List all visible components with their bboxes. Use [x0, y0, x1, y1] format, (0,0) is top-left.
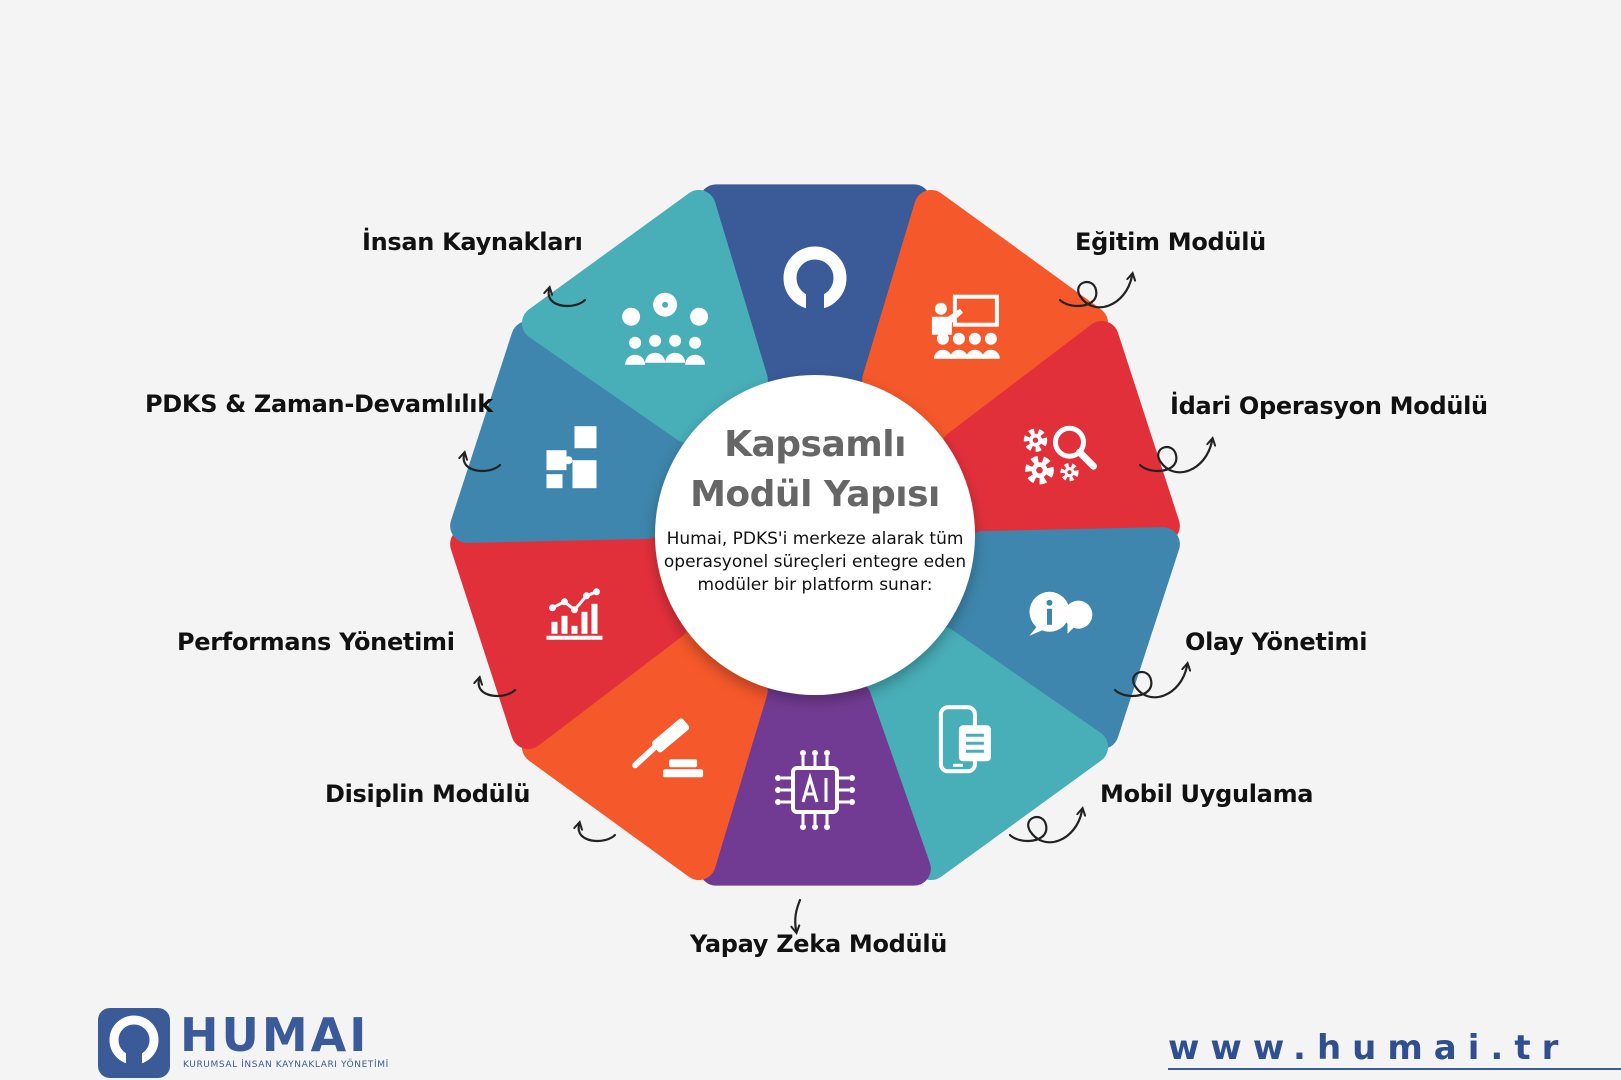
center-circle	[655, 375, 975, 695]
connector-arrows	[464, 276, 1212, 930]
connector-arrow	[1113, 666, 1187, 699]
website-underline	[1168, 1068, 1621, 1070]
label-idari-operasyon-modulu: İdari Operasyon Modülü	[1170, 392, 1488, 420]
humai-logo-icon	[783, 246, 847, 318]
label-egitim-modulu: Eğitim Modülü	[1075, 228, 1266, 256]
brand-tagline: KURUMSAL İNSAN KAYNAKLARI YÖNETİMİ	[183, 1060, 389, 1070]
brand-logo-mark	[98, 1008, 170, 1078]
label-insan-kaynaklari: İnsan Kaynakları	[362, 228, 583, 256]
gears-search-icon	[1023, 425, 1097, 485]
segment-i-nsan-kaynaklar[interactable]	[521, 189, 768, 443]
center-content: Kapsamlı Modül Yapısı Humai, PDKS'i merk…	[650, 420, 980, 597]
segment-olay-yo-netimi[interactable]	[941, 527, 1180, 750]
center-description: Humai, PDKS'i merkeze alarak tüm operasy…	[663, 529, 967, 595]
segment-humai[interactable]	[699, 184, 931, 389]
module-icons	[546, 246, 1097, 830]
center-title-line2: Modül Yapısı	[690, 474, 940, 515]
module-segments	[450, 184, 1180, 886]
connector-arrow	[464, 455, 502, 473]
connector-arrow	[1058, 276, 1132, 309]
bar-chart-icon	[546, 588, 603, 640]
people-network-icon	[622, 292, 709, 365]
label-mobil-uygulama: Mobil Uygulama	[1100, 780, 1314, 808]
segment-pdks-zaman-devaml-l-k[interactable]	[450, 320, 689, 543]
website-link[interactable]: www.humai.tr	[1168, 1028, 1570, 1068]
label-disiplin-modulu: Disiplin Modülü	[325, 780, 531, 808]
gavel-icon	[632, 718, 704, 778]
connector-arrow	[479, 680, 517, 698]
segment-eg-itim-modu-lu[interactable]	[862, 189, 1109, 443]
center-title-line1: Kapsamlı	[724, 424, 906, 465]
connector-arrow	[795, 898, 802, 930]
mobile-document-icon	[938, 705, 991, 774]
puzzle-icon	[546, 426, 597, 489]
label-pdks-zaman-devamlilik: PDKS & Zaman-Devamlılık	[145, 390, 493, 418]
label-performans-yonetimi: Performans Yönetimi	[177, 628, 455, 656]
segment-yapay-zeka-modu-lu[interactable]	[699, 681, 931, 886]
brand-name: HUMAI	[180, 1008, 370, 1062]
label-yapay-zeka-modulu: Yapay Zeka Modülü	[690, 930, 948, 958]
connector-arrow	[1138, 441, 1212, 474]
connector-arrow	[549, 290, 587, 308]
ai-chip-icon	[775, 750, 855, 830]
training-presentation-icon	[931, 294, 1000, 359]
label-olay-yonetimi: Olay Yönetimi	[1185, 628, 1368, 656]
connector-arrow	[1008, 811, 1082, 844]
info-chat-icon	[1029, 591, 1093, 636]
connector-arrow	[579, 825, 617, 843]
